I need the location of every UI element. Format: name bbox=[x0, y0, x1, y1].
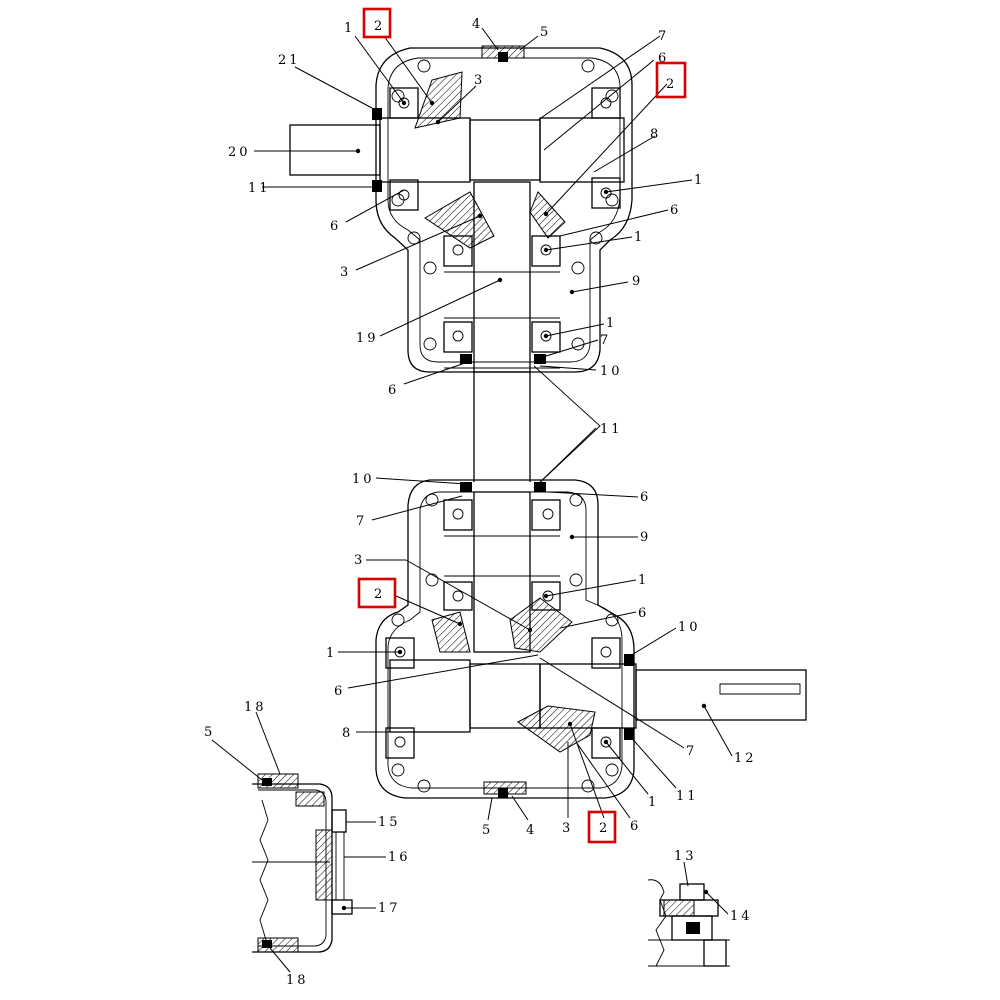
callout-3: 3 bbox=[340, 265, 351, 280]
callout-1: 1 bbox=[638, 573, 649, 588]
callout-21: 21 bbox=[278, 53, 301, 68]
highlight-box-top-left bbox=[362, 7, 392, 39]
callout-6: 6 bbox=[330, 219, 341, 234]
callout-6: 6 bbox=[638, 606, 649, 621]
callout-1: 1 bbox=[326, 646, 337, 661]
callout-6: 6 bbox=[630, 819, 641, 834]
highlight-boxes bbox=[357, 7, 687, 844]
callout-1: 1 bbox=[634, 230, 645, 245]
callout-9: 9 bbox=[632, 274, 643, 289]
callout-10: 10 bbox=[352, 472, 375, 487]
callout-6: 6 bbox=[670, 203, 681, 218]
callout-10: 10 bbox=[678, 620, 701, 635]
callout-3: 3 bbox=[562, 821, 573, 836]
callout-7: 7 bbox=[600, 333, 611, 348]
callout-1: 1 bbox=[344, 21, 355, 36]
callout-5: 5 bbox=[540, 25, 551, 40]
callout-19: 19 bbox=[356, 331, 379, 346]
callout-labels: 1 2 4 5 3 7 6 2 8 21 20 11 1 6 6 1 3 9 1… bbox=[204, 17, 757, 988]
highlight-box-top-right bbox=[655, 61, 687, 99]
callout-1: 1 bbox=[648, 795, 659, 810]
callout-8: 8 bbox=[650, 127, 661, 142]
callout-7: 7 bbox=[356, 514, 367, 529]
callout-18: 18 bbox=[286, 973, 309, 988]
callout-6: 6 bbox=[388, 383, 399, 398]
callout-10: 10 bbox=[600, 364, 623, 379]
callout-4: 4 bbox=[472, 17, 483, 32]
callout-2: 2 bbox=[374, 19, 385, 34]
central-shaft bbox=[444, 365, 601, 489]
callout-2: 2 bbox=[374, 587, 385, 602]
callout-3: 3 bbox=[354, 553, 365, 568]
callout-16: 16 bbox=[388, 850, 411, 865]
callout-20: 20 bbox=[228, 145, 251, 160]
callout-8: 8 bbox=[342, 726, 353, 741]
callout-6: 6 bbox=[658, 51, 669, 66]
callout-11: 11 bbox=[248, 181, 271, 196]
callout-3: 3 bbox=[474, 73, 485, 88]
callout-5: 5 bbox=[204, 725, 215, 740]
callout-17: 17 bbox=[378, 901, 401, 916]
callout-14: 14 bbox=[730, 909, 753, 924]
callout-4: 4 bbox=[526, 823, 537, 838]
callout-7: 7 bbox=[658, 29, 669, 44]
callout-12: 12 bbox=[734, 751, 757, 766]
callout-6: 6 bbox=[640, 490, 651, 505]
callout-6: 6 bbox=[334, 684, 345, 699]
callout-13: 13 bbox=[674, 849, 697, 864]
callout-11: 11 bbox=[600, 422, 623, 437]
callout-9: 9 bbox=[640, 530, 651, 545]
highlight-box-bottom bbox=[587, 810, 617, 844]
callout-11: 11 bbox=[676, 789, 699, 804]
callout-18: 18 bbox=[244, 700, 267, 715]
callout-7: 7 bbox=[686, 744, 697, 759]
detail-plug-view bbox=[647, 879, 730, 967]
callout-15: 15 bbox=[378, 815, 401, 830]
upper-gearbox bbox=[289, 45, 633, 373]
callout-1: 1 bbox=[606, 316, 617, 331]
callout-5: 5 bbox=[482, 823, 493, 838]
highlight-box-middle-left bbox=[357, 577, 397, 609]
callout-2: 2 bbox=[666, 77, 677, 92]
detail-cover-view bbox=[252, 773, 353, 953]
callout-2: 2 bbox=[599, 821, 610, 836]
leader-lines bbox=[211, 27, 733, 973]
callout-1: 1 bbox=[694, 173, 705, 188]
